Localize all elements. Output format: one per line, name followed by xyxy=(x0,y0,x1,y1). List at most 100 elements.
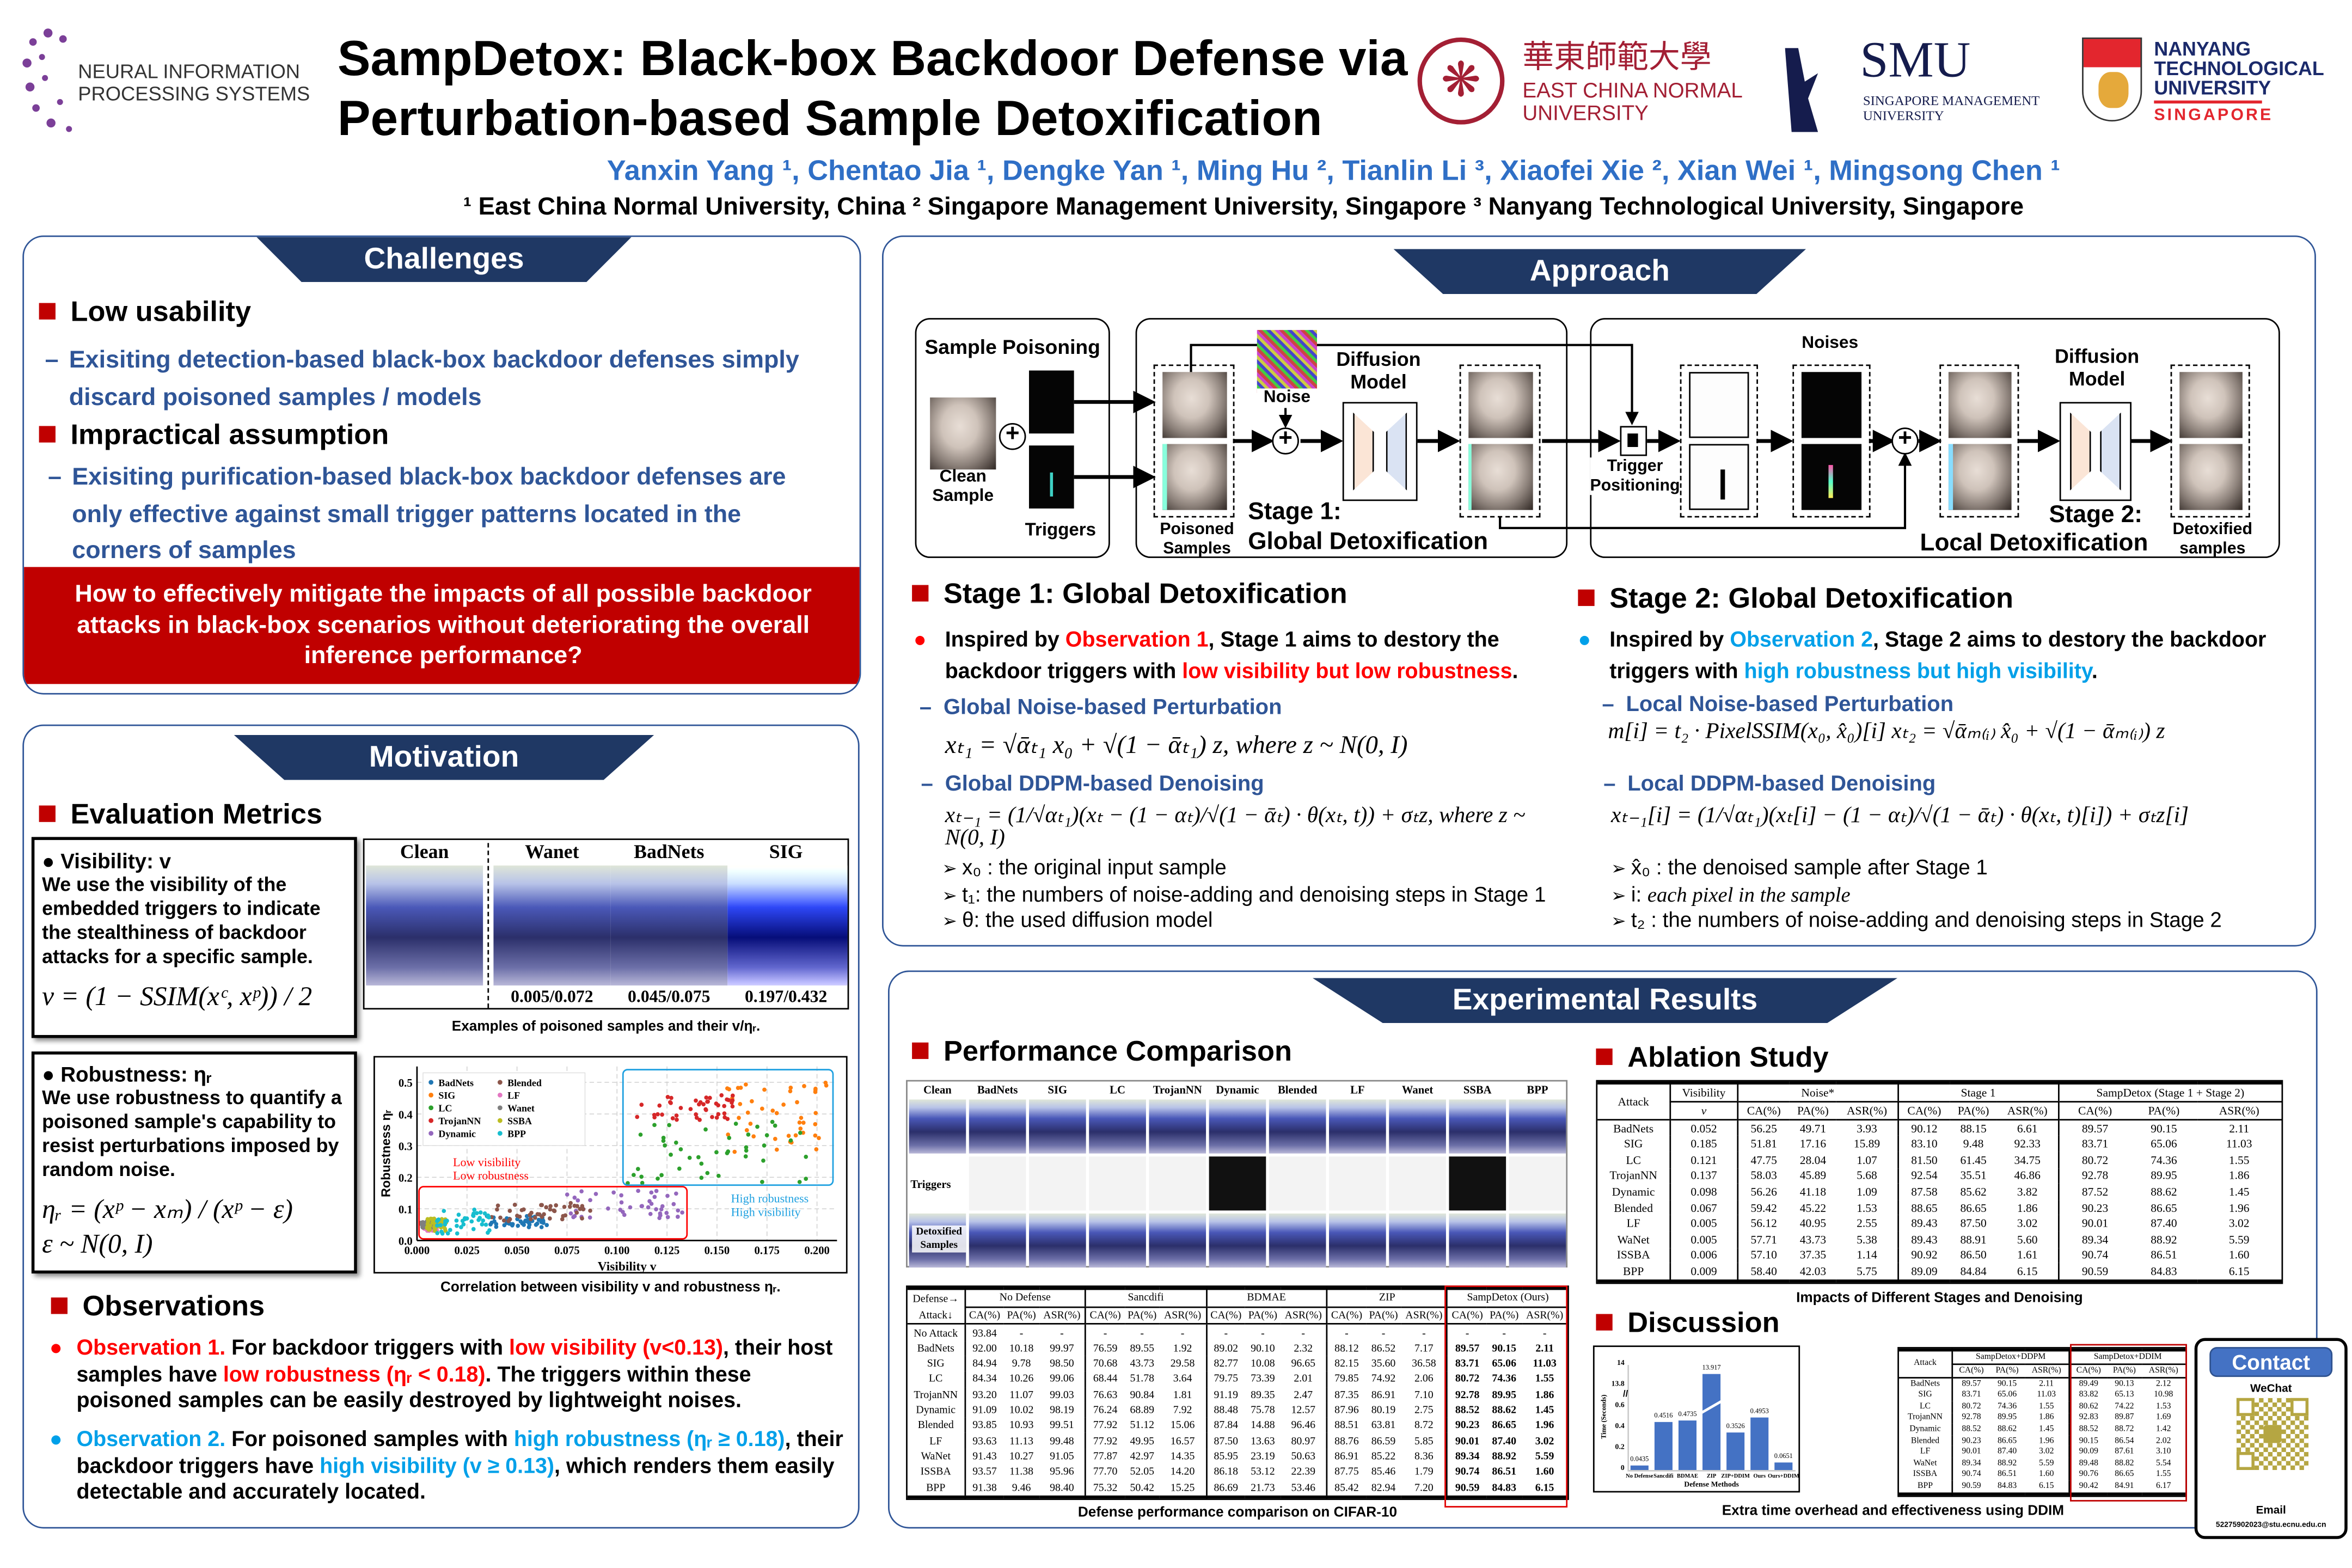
stage2-heading: Stage 2: Global Detoxification xyxy=(1578,584,2013,617)
triggers-label: Triggers xyxy=(1025,519,1097,540)
table-cell: 88.62 xyxy=(1492,1404,1516,1416)
table-cell: 3.02 xyxy=(2038,1448,2054,1457)
legend-marker xyxy=(428,1092,434,1098)
scatter-point-lc xyxy=(773,1123,777,1128)
clean-sample-image xyxy=(930,397,996,470)
scatter-point-blended xyxy=(507,1209,512,1213)
table-cell: 58.40 xyxy=(1737,1263,1790,1281)
table-cell: 2.32 xyxy=(1294,1342,1313,1355)
table-cell: 16.57 xyxy=(1170,1435,1195,1447)
stage1-output-2 xyxy=(1468,444,1533,510)
grid-poisoned-image xyxy=(1209,1099,1266,1154)
legend-label: TrojanNN xyxy=(438,1116,481,1126)
table-cell: - xyxy=(1180,1326,1185,1339)
grid-row-label: Triggers xyxy=(910,1177,951,1191)
scatter-point-sig xyxy=(762,1087,767,1092)
scatter-point-lc xyxy=(714,1150,719,1155)
observation-1: ●Observation 1. For backdoor triggers wi… xyxy=(50,1337,849,1416)
text-segment: , which renders them easily detectable a… xyxy=(76,1454,835,1505)
table-cell: 99.51 xyxy=(1050,1419,1074,1432)
table-cell: 7.20 xyxy=(1414,1481,1434,1494)
grid-poisoned-image xyxy=(1389,1099,1446,1154)
scatter-point-sig xyxy=(737,1116,741,1120)
add-noise-icon: + xyxy=(1272,427,1299,455)
table-cell: 0.098 xyxy=(1669,1184,1738,1200)
scatter-point-lc xyxy=(669,1152,673,1157)
scatter-point-dynamic xyxy=(680,1210,684,1215)
table-metric-header: PA(%) xyxy=(1490,1309,1519,1322)
challenge-text-2: –Exisiting purification-based black-box … xyxy=(48,463,786,564)
text-segment: . xyxy=(2091,660,2098,684)
table-cell: 1.45 xyxy=(2228,1185,2250,1199)
wechat-qr-code[interactable] xyxy=(2236,1398,2309,1470)
bar xyxy=(1750,1418,1769,1470)
scatter-point-blended xyxy=(552,1208,556,1213)
table-cell: 61.45 xyxy=(1960,1153,1987,1167)
diffusion-model-2 xyxy=(2059,402,2132,501)
noises-image-2 xyxy=(1801,444,1862,510)
scatter-point-trojannn xyxy=(674,1113,679,1118)
grid-poisoned-image xyxy=(969,1099,1026,1154)
scatter-point-blended xyxy=(548,1216,552,1221)
diffusion-model-1 xyxy=(1342,402,1418,501)
table-cell: 6.61 xyxy=(2017,1121,2038,1135)
table-cell: 86.52 xyxy=(1371,1342,1396,1355)
table-cell: 51.78 xyxy=(1130,1373,1155,1386)
legend-marker xyxy=(497,1092,503,1098)
table-corner: Attack xyxy=(1618,1094,1649,1108)
table-cell: 90.15 xyxy=(2068,1435,2108,1447)
x-tick-label: 0.025 xyxy=(455,1245,480,1257)
table-cell: 90.74 xyxy=(1447,1463,1487,1480)
scatter-point-bpp xyxy=(462,1217,467,1222)
high-annotation: High visibility xyxy=(731,1205,801,1219)
table-cell: 80.72 xyxy=(1447,1371,1487,1387)
grid-trigger-image xyxy=(1269,1156,1326,1211)
scatter-point-lc xyxy=(638,1132,643,1137)
table-metric-header: CA(%) xyxy=(1897,1101,1950,1119)
table-cell: 1.60 xyxy=(2228,1248,2250,1262)
table-cell: 5.38 xyxy=(1857,1232,1877,1246)
scatter-point-badnets xyxy=(541,1221,546,1225)
detoxified-image-2 xyxy=(2179,444,2243,510)
table-cell: 65.06 xyxy=(2151,1137,2177,1151)
y-tick-label: 0.4 xyxy=(399,1109,413,1121)
table-cell: 3.10 xyxy=(2156,1448,2171,1457)
scatter-point-bpp xyxy=(455,1223,459,1228)
performance-caption: Defense performance comparison on CIFAR-… xyxy=(1077,1504,1398,1521)
scatter-point-badnets xyxy=(520,1221,525,1226)
grid-detoxified-image xyxy=(1449,1213,1506,1268)
table-cell: 89.49 xyxy=(2068,1377,2108,1390)
table-cell: 86.91 xyxy=(1371,1388,1396,1401)
table-cell: 10.08 xyxy=(1251,1357,1275,1370)
email-address[interactable]: 52275902023@stu.ecnu.edu.cn xyxy=(2215,1521,2326,1530)
table-row-label: TrojanNN xyxy=(1908,1413,1943,1423)
table-cell: 88.76 xyxy=(1326,1433,1366,1449)
table-cell: 5.54 xyxy=(2156,1459,2171,1468)
table-cell: 87.84 xyxy=(1205,1417,1245,1434)
text-segment: Observation 1 xyxy=(1065,628,1209,653)
scatter-point-trojannn xyxy=(639,1102,644,1107)
bar xyxy=(1630,1465,1649,1470)
table-cell: 35.60 xyxy=(1371,1357,1396,1370)
table-row-label: TrojanNN xyxy=(914,1388,958,1401)
table-row-label: LF xyxy=(1920,1448,1931,1457)
table-cell: 90.01 xyxy=(1951,1446,1990,1458)
scatter-point-lc xyxy=(639,1174,644,1179)
stage2-bullet-1: x̂₀ : the denoised sample after Stage 1 xyxy=(1611,855,1988,879)
stage1-formula2: xₜ₋₁ = (1/√αₜ₁)(xₜ − (1 − αₜ)/√(1 − ᾱₜ) … xyxy=(945,804,1526,851)
table-corner: Defense→ xyxy=(912,1292,959,1304)
scatter-point-sig xyxy=(726,1132,731,1137)
scatter-point-bpp xyxy=(471,1227,476,1232)
scatter-point-blended xyxy=(533,1215,537,1220)
scatter-point-trojannn xyxy=(669,1095,673,1100)
scatter-point-blended xyxy=(529,1217,533,1222)
ntu-divider xyxy=(2154,100,2262,103)
scatter-point-sig xyxy=(748,1122,753,1126)
y-tick-label: 0.0 xyxy=(399,1236,413,1248)
scatter-point-bpp xyxy=(456,1212,461,1217)
table-cell: 42.03 xyxy=(1799,1264,1827,1278)
scatter-point-blended xyxy=(588,1208,592,1213)
ablation-heading: Ablation Study xyxy=(1596,1043,1828,1076)
table-cell: 90.74 xyxy=(2057,1247,2131,1264)
